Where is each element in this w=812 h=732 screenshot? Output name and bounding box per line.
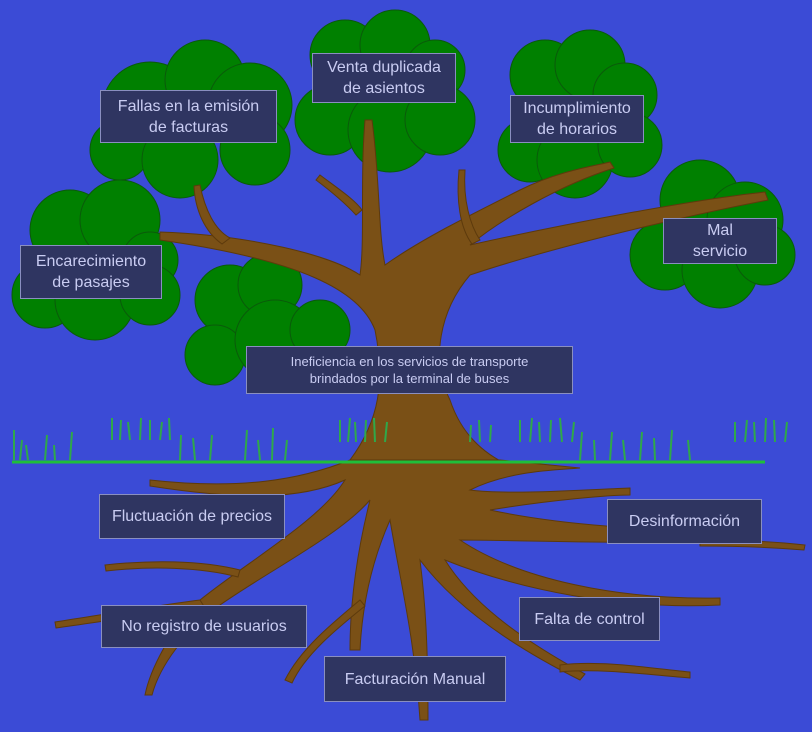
cause-box-desinformacion: Desinformación (607, 499, 762, 544)
cause-box-fluctuacion: Fluctuación de precios (99, 494, 285, 539)
effect-box-venta-duplicada: Venta duplicada de asientos (312, 53, 456, 103)
central-problem-box: Ineficiencia en los servicios de transpo… (246, 346, 573, 394)
effect-box-facturas: Fallas en la emisión de facturas (100, 90, 277, 143)
effect-box-encarecimiento: Encarecimiento de pasajes (20, 245, 162, 299)
cause-box-falta-control: Falta de control (519, 597, 660, 641)
grass-tufts (13, 417, 788, 461)
cause-box-facturacion-manual: Facturación Manual (324, 656, 506, 702)
effect-box-incumplimiento: Incumplimiento de horarios (510, 95, 644, 143)
cause-box-no-registro: No registro de usuarios (101, 605, 307, 648)
ground (12, 417, 788, 464)
effect-box-mal-servicio: Mal servicio (663, 218, 777, 264)
